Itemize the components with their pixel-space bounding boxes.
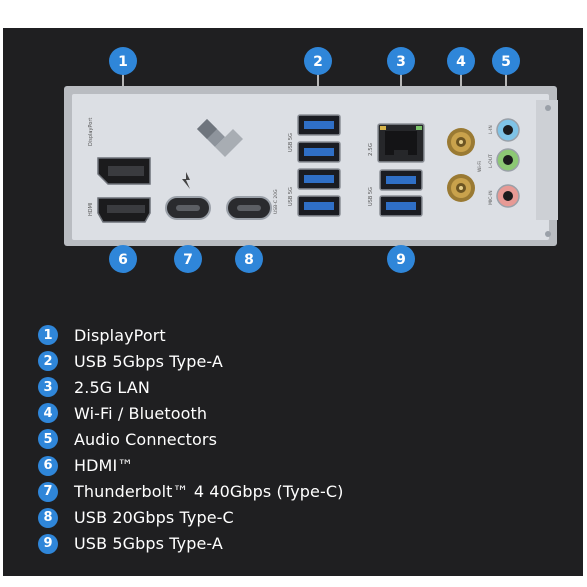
svg-text:8: 8 — [244, 252, 254, 268]
hdmi-label: HDMI — [88, 203, 94, 216]
legend-item: 8 USB 20Gbps Type-C — [38, 505, 538, 531]
callout-2: 2 — [304, 47, 332, 75]
audio-label-1: L-IN — [488, 125, 494, 134]
callouts: 1 2 3 4 5 6 7 8 — [109, 47, 520, 273]
legend-label: Wi-Fi / Bluetooth — [74, 403, 208, 423]
wifi-label: Wi-Fi — [477, 161, 483, 172]
legend-label: 2.5G LAN — [74, 377, 150, 397]
usb-c-20g-port — [226, 196, 272, 220]
legend-label: Audio Connectors — [74, 429, 218, 449]
usb-5g-left-stack — [297, 114, 341, 217]
audio-label-2: L-OUT — [488, 154, 494, 168]
legend-number-badge: 5 — [38, 429, 58, 450]
displayport-label: DisplayPort — [88, 118, 94, 146]
wifi-antenna-connectors — [447, 128, 475, 202]
legend-item: 7 Thunderbolt™ 4 40Gbps (Type-C) — [38, 479, 538, 505]
legend-item: 6 HDMI™ — [38, 452, 538, 478]
port-legend: 1 DisplayPort 2 USB 5Gbps Type-A 3 2.5G … — [38, 322, 538, 557]
legend-label: USB 20Gbps Type-C — [74, 508, 234, 528]
legend-item: 3 2.5G LAN — [38, 374, 538, 400]
hdmi-port — [97, 197, 151, 223]
legend-number-badge: 8 — [38, 507, 58, 528]
legend-item: 1 DisplayPort — [38, 322, 538, 348]
displayport-port — [97, 157, 151, 185]
audio-jacks — [496, 118, 520, 208]
lan-port — [377, 123, 425, 163]
legend-label: USB 5Gbps Type-A — [74, 534, 223, 554]
lan-label: 2.5G — [368, 143, 374, 156]
legend-number-badge: 1 — [38, 325, 58, 346]
legend-number-badge: 4 — [38, 403, 58, 424]
usb-left-label-1: USB 5G — [288, 133, 294, 152]
legend-number-badge: 9 — [38, 533, 58, 554]
legend-item: 9 USB 5Gbps Type-A — [38, 531, 538, 557]
legend-number-badge: 2 — [38, 351, 58, 372]
svg-text:4: 4 — [456, 54, 466, 70]
svg-text:7: 7 — [183, 252, 193, 268]
svg-text:1: 1 — [118, 54, 128, 70]
legend-label: HDMI™ — [74, 456, 134, 476]
thunderbolt-icon — [182, 172, 190, 189]
svg-text:2: 2 — [313, 54, 323, 70]
callout-4: 4 — [447, 47, 475, 75]
svg-text:6: 6 — [118, 252, 128, 268]
audio-label-3: MIC-IN — [488, 190, 494, 205]
legend-item: 5 Audio Connectors — [38, 426, 538, 452]
legend-item: 2 USB 5Gbps Type-A — [38, 348, 538, 374]
callout-7: 7 — [174, 245, 202, 273]
legend-number-badge: 6 — [38, 455, 58, 476]
usbc-label: USB-C 20G — [273, 189, 279, 214]
callout-6: 6 — [109, 245, 137, 273]
usb-right-label: USB 5G — [368, 187, 374, 206]
legend-label: USB 5Gbps Type-A — [74, 351, 223, 371]
thunderbolt-port — [165, 172, 211, 220]
usb-5g-right-stack — [379, 169, 423, 217]
svg-text:3: 3 — [396, 54, 406, 70]
legend-item: 4 Wi-Fi / Bluetooth — [38, 400, 538, 426]
legend-number-badge: 7 — [38, 481, 58, 502]
legend-number-badge: 3 — [38, 377, 58, 398]
legend-label: DisplayPort — [74, 325, 166, 345]
brand-logo — [197, 119, 243, 157]
svg-text:9: 9 — [396, 252, 406, 268]
callout-5: 5 — [492, 47, 520, 75]
callout-3: 3 — [387, 47, 415, 75]
usb-left-label-2: USB 5G — [288, 187, 294, 206]
callout-8: 8 — [235, 245, 263, 273]
callout-1: 1 — [109, 47, 137, 75]
svg-text:5: 5 — [501, 54, 511, 70]
callout-9: 9 — [387, 245, 415, 273]
legend-label: Thunderbolt™ 4 40Gbps (Type-C) — [74, 482, 344, 502]
